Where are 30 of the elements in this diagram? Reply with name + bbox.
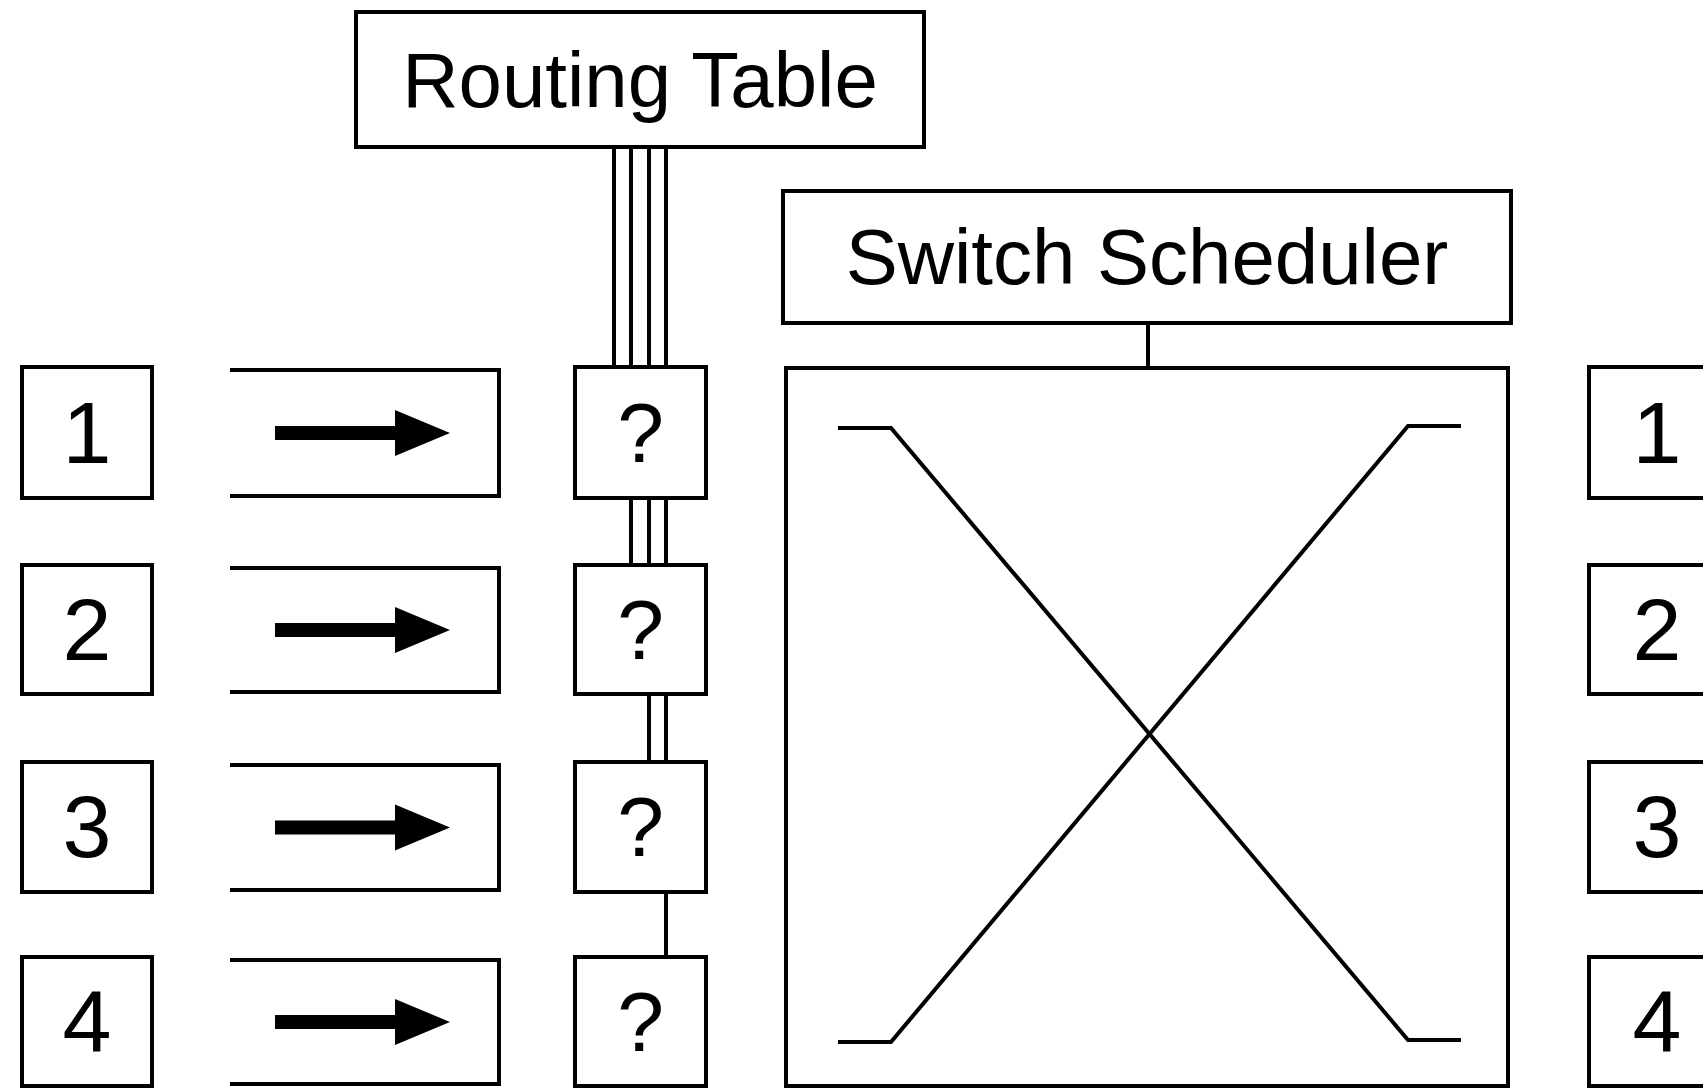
connector-line	[664, 500, 668, 563]
routing-table-box: Routing Table	[354, 10, 926, 149]
input-port-box: 1	[20, 365, 154, 500]
lookup-box: ?	[573, 955, 708, 1088]
output-port-box: 2	[1587, 563, 1703, 696]
connector-line	[1146, 325, 1150, 366]
connector-line	[664, 149, 668, 365]
connector-line	[629, 500, 633, 563]
queue-box	[230, 566, 501, 694]
connector-line	[647, 149, 651, 365]
lookup-box: ?	[573, 563, 708, 696]
output-port-box: 1	[1587, 365, 1703, 500]
crossbar-box	[784, 366, 1510, 1088]
input-port-box: 2	[20, 563, 154, 696]
connector-line	[664, 696, 668, 760]
output-port-box: 4	[1587, 955, 1703, 1088]
input-port-box: 4	[20, 955, 154, 1088]
connector-line	[629, 149, 633, 365]
queue-box	[230, 958, 501, 1086]
input-port-box: 3	[20, 760, 154, 894]
connector-line	[647, 696, 651, 760]
lookup-box: ?	[573, 760, 708, 894]
scheduler-box: Switch Scheduler	[781, 189, 1513, 325]
queue-box	[230, 368, 501, 498]
queue-box	[230, 763, 501, 892]
connector-line	[647, 500, 651, 563]
connector-line	[612, 149, 616, 365]
lookup-box: ?	[573, 365, 708, 500]
connector-line	[664, 894, 668, 955]
output-port-box: 3	[1587, 760, 1703, 894]
